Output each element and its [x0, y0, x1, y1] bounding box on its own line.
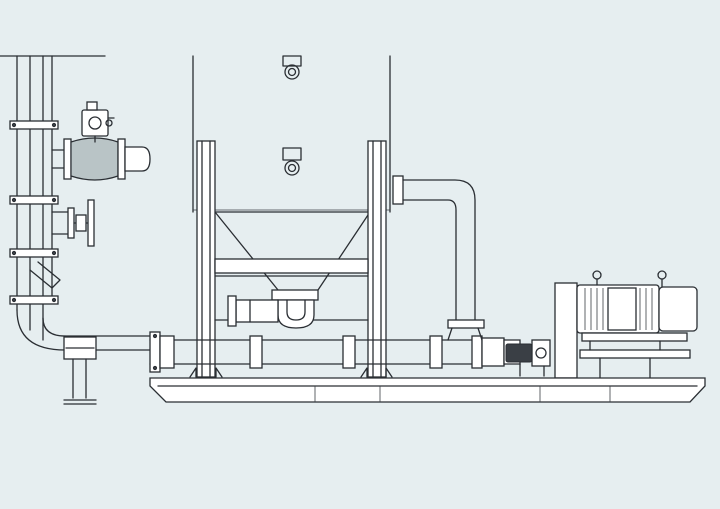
- discharge-riser: [392, 175, 485, 341]
- terminal-box: [607, 287, 637, 331]
- side-gate-valve: [51, 199, 95, 247]
- pipe-coupling-3: [429, 335, 443, 369]
- check-valve: [51, 101, 151, 181]
- base-skid: [149, 377, 706, 403]
- motor-lifting-eye-right: [657, 270, 667, 280]
- vertical-pipe-stack: [0, 55, 106, 351]
- lifting-lug-lower: [282, 147, 302, 176]
- support-frame: [189, 140, 393, 378]
- motor-lifting-eye-left: [592, 270, 602, 280]
- handwheel: [87, 199, 95, 247]
- gearbox: [505, 343, 533, 363]
- lifting-lug-top: [282, 55, 302, 80]
- suction-line: [63, 335, 151, 405]
- electric-motor: [554, 270, 698, 379]
- riser-flange: [447, 319, 485, 329]
- pipe-coupling-1: [249, 335, 263, 369]
- stack-flange-2: [9, 195, 59, 205]
- stack-flange-4: [9, 295, 59, 305]
- pump-unit: [481, 337, 551, 377]
- stack-flange-3: [9, 248, 59, 258]
- main-horizontal-pipe: [149, 331, 506, 373]
- pipe-coupling-2: [342, 335, 356, 369]
- hopper-outlet: [227, 289, 319, 329]
- hopper-tank: [192, 55, 391, 291]
- stack-flange-1: [9, 120, 59, 130]
